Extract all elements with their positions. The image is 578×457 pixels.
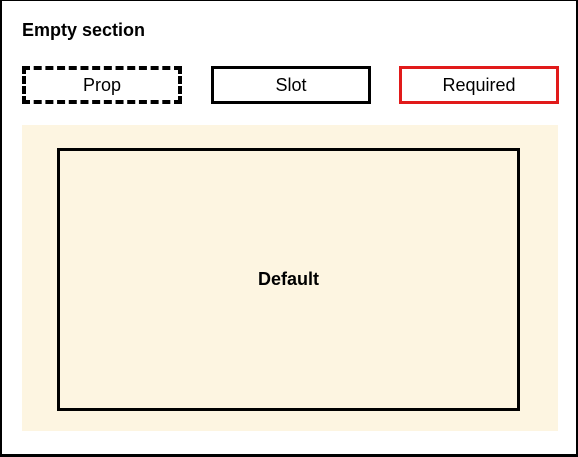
legend-slot-label: Slot xyxy=(275,74,307,95)
default-slot-label: Default xyxy=(257,269,319,289)
legend-required-label: Required xyxy=(442,74,516,95)
legend-prop-box: Prop xyxy=(22,66,182,104)
legend-required-box: Required xyxy=(399,66,559,104)
legend-slot-box: Slot xyxy=(211,66,371,104)
section-title: Empty section xyxy=(22,20,146,40)
slot-area: Default xyxy=(22,125,558,431)
default-slot-box: Default xyxy=(57,148,520,411)
legend-prop-label: Prop xyxy=(82,74,122,95)
